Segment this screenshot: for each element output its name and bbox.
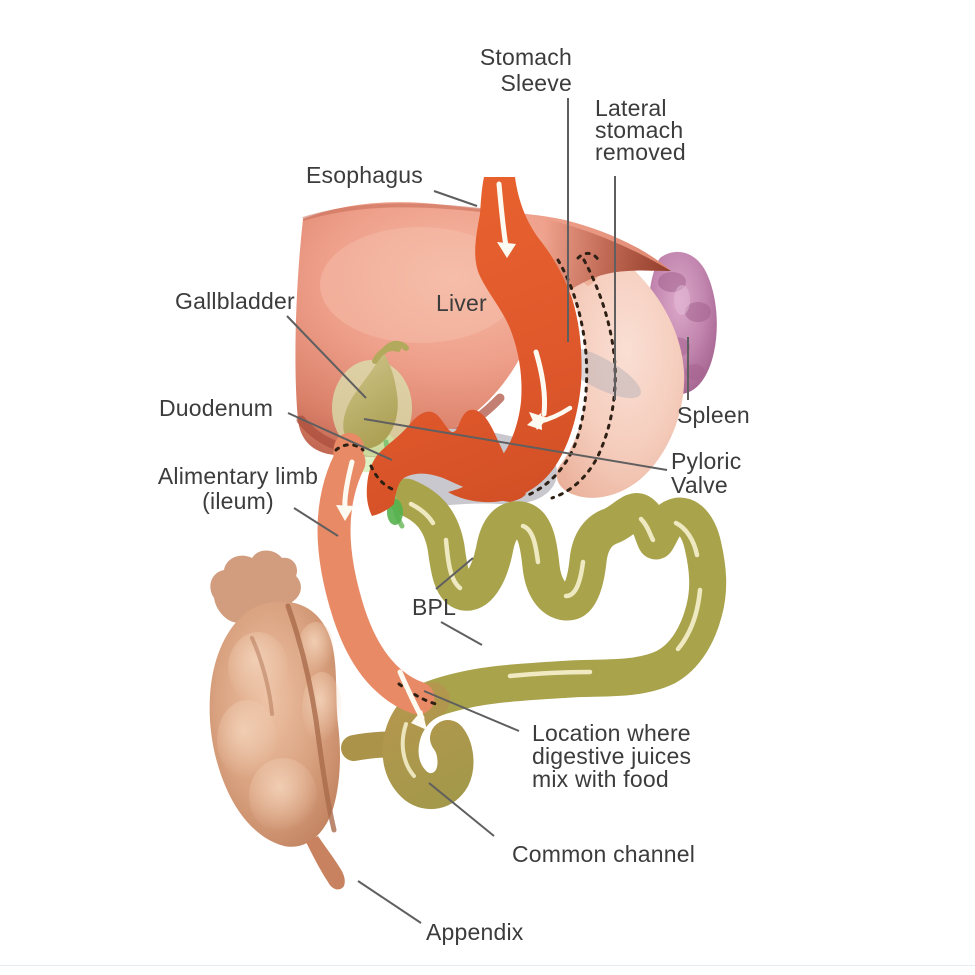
leader-bpl-upper: [435, 557, 474, 590]
spleen-lobule: [685, 302, 711, 322]
cut-line-fundus-stub: [576, 252, 601, 263]
label-appendix: Appendix: [426, 919, 524, 945]
label-liver: Liver: [436, 290, 487, 316]
gloss-line: [673, 520, 700, 558]
staple-line-sleeve: [524, 258, 589, 498]
image-bottom-edge: [0, 965, 975, 966]
bpl-tube: [387, 478, 727, 720]
label-stomach-sleeve: Stomach Sleeve: [479, 44, 572, 96]
limb-arrow: [342, 459, 355, 511]
alimentary-limb-shape: [317, 433, 435, 715]
label-pyloric-valve: Pyloric Valve: [671, 448, 742, 498]
cecum-crease: [285, 603, 337, 833]
gloss-line: [408, 501, 436, 526]
gloss-line: [520, 523, 541, 565]
gloss-line: [443, 537, 463, 591]
label-common-channel: Common channel: [512, 841, 696, 867]
cystic-duct: [372, 340, 409, 364]
liver-highlight: [320, 227, 520, 343]
cut-line-junction: [397, 682, 438, 706]
label-esophagus: Esophagus: [306, 162, 423, 188]
label-spleen: Spleen: [677, 402, 750, 428]
bpl-shape: [387, 478, 727, 720]
leader-gallbladder: [286, 315, 367, 399]
gloss-line: [400, 722, 416, 778]
leader-duodenum: [287, 412, 393, 461]
leader-common-channel: [428, 782, 495, 837]
leader-bpl-lower: [440, 621, 483, 646]
duodenum-arrowhead: [527, 413, 542, 430]
label-lateral-stomach-removed: Lateral stomach removed: [595, 95, 686, 165]
cecum-shape: [209, 550, 345, 890]
spleen-highlight: [674, 285, 690, 315]
cut-line-anastomosis: [369, 464, 394, 491]
liver-tip-shading: [540, 218, 671, 300]
spleen-lobule: [685, 364, 705, 380]
bpl-gloss-lines: [408, 501, 703, 679]
common-channel-shape: [341, 682, 474, 810]
gloss-line: [675, 587, 703, 652]
cut-line-limb-stub: [334, 443, 365, 452]
leader-pyloric-valve: [363, 418, 668, 471]
gallbladder-body: [343, 352, 398, 449]
sleeve-arrow: [533, 349, 547, 417]
limb-arrowhead: [336, 505, 354, 521]
duodenum-shape: [366, 409, 526, 516]
haustra-highlight: [217, 700, 277, 780]
common-channel-tube: [382, 682, 474, 810]
flow-arrows: [336, 181, 573, 730]
junction-arrowhead: [411, 710, 427, 730]
haustra-highlight: [298, 622, 334, 674]
leader-alimentary-limb: [293, 507, 339, 537]
surgical-cut-lines: [334, 252, 617, 706]
duodenal-stub: [333, 433, 364, 476]
alimentary-tube: [317, 445, 435, 715]
cecum-crease: [250, 636, 274, 716]
label-bpl: BPL: [412, 594, 457, 620]
label-duodenum: Duodenum: [159, 395, 274, 421]
cut-line-removed-stomach: [550, 258, 617, 500]
gloss-line: [507, 669, 593, 679]
leader-digestive-juices: [423, 690, 520, 732]
gloss-line: [638, 516, 656, 543]
leader-esophagus: [433, 190, 478, 207]
gloss-line: [563, 559, 586, 599]
esophagus-arrow: [496, 181, 509, 249]
label-digestive-juices: Location where digestive juices mix with…: [532, 720, 692, 792]
appendix-shape: [306, 836, 345, 890]
haustra-highlight: [249, 758, 317, 834]
esophagus-arrowhead: [497, 242, 516, 258]
label-gallbladder: Gallbladder: [175, 288, 295, 314]
haustra-highlight: [228, 632, 288, 704]
leader-appendix: [357, 880, 422, 924]
leader-lines: [286, 98, 689, 924]
label-alimentary-limb: Alimentary limb (ileum): [157, 463, 319, 514]
